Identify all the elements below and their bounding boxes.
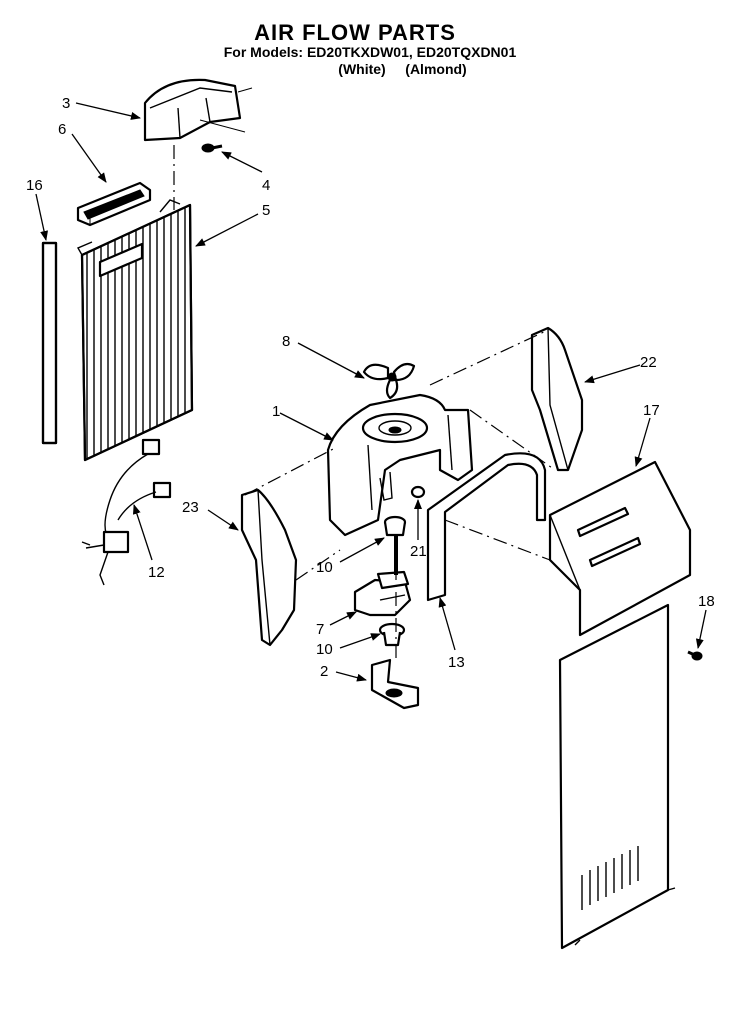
variant-white: (White) bbox=[338, 61, 385, 77]
part-2-motor-bracket bbox=[370, 658, 420, 710]
callout-22: 22 bbox=[640, 354, 657, 371]
callout-4: 4 bbox=[262, 177, 270, 194]
part-8-fan-blade bbox=[362, 362, 416, 400]
part-6-grille bbox=[76, 181, 152, 227]
part-21-spacer bbox=[410, 485, 426, 499]
callout-12: 12 bbox=[148, 564, 165, 581]
variant-almond: (Almond) bbox=[405, 61, 466, 77]
part-18-screw bbox=[687, 650, 703, 661]
part-4-screw bbox=[201, 143, 223, 153]
part-10-grommet-upper bbox=[383, 515, 407, 537]
part-17-upper-rear-panel bbox=[548, 460, 692, 637]
callout-numbers: 3 6 16 4 5 8 1 22 17 23 12 21 10 7 10 2 … bbox=[26, 95, 715, 680]
part-5-evaporator-cover bbox=[77, 199, 194, 462]
callout-6: 6 bbox=[58, 121, 66, 138]
part-7-fan-motor bbox=[353, 528, 412, 617]
callout-10-upper: 10 bbox=[316, 559, 333, 576]
leader-lines bbox=[35, 102, 707, 682]
callout-16: 16 bbox=[26, 177, 43, 194]
part-16-seal-strip bbox=[41, 241, 58, 445]
callout-21: 21 bbox=[410, 543, 427, 560]
callout-5: 5 bbox=[262, 202, 270, 219]
part-10-grommet-lower bbox=[378, 622, 406, 647]
duct-screw-guide bbox=[199, 119, 246, 133]
alignment-guides bbox=[244, 329, 556, 660]
callout-13: 13 bbox=[448, 654, 465, 671]
callout-3: 3 bbox=[62, 95, 70, 112]
lower-rear-panel bbox=[558, 603, 676, 950]
callout-2: 2 bbox=[320, 663, 328, 680]
models-line: For Models: ED20TKXDW01, ED20TQXDN01 bbox=[224, 44, 517, 60]
part-23-left-baffle bbox=[240, 488, 298, 647]
part-13-u-seal bbox=[426, 452, 547, 602]
callout-8: 8 bbox=[282, 333, 290, 350]
callout-18: 18 bbox=[698, 593, 715, 610]
callout-10-lower: 10 bbox=[316, 641, 333, 658]
callout-7: 7 bbox=[316, 621, 324, 638]
callout-17: 17 bbox=[643, 402, 660, 419]
diagram-title: AIR FLOW PARTS bbox=[254, 20, 456, 45]
callout-23: 23 bbox=[182, 499, 199, 516]
callout-1: 1 bbox=[272, 403, 280, 420]
part-22-right-baffle bbox=[530, 326, 584, 472]
part-12-wire-harness bbox=[81, 438, 172, 586]
part-3-air-duct bbox=[143, 78, 253, 142]
part-1-fan-housing bbox=[326, 393, 474, 537]
